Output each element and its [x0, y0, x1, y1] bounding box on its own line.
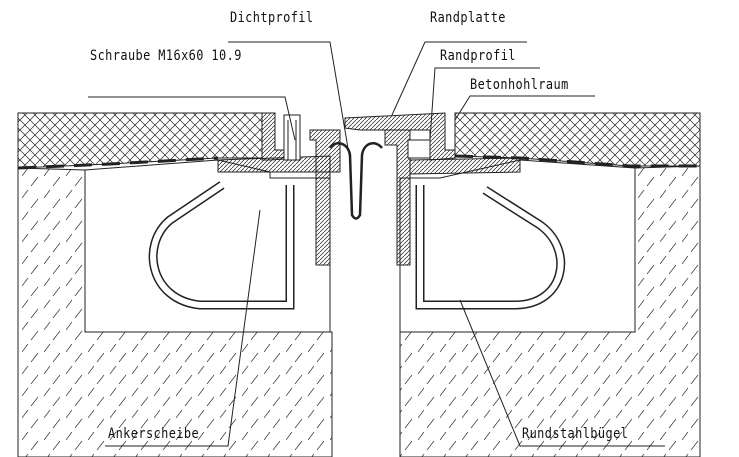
label-ankerscheibe: Ankerscheibe	[108, 426, 200, 442]
bolt	[283, 114, 301, 161]
label-randprofil: Randprofil	[440, 48, 516, 64]
leader-lines	[88, 41, 665, 447]
label-rundstahlbuegel: Rundstahlbügel	[522, 426, 629, 442]
label-dichtprofil: Dichtprofil	[230, 10, 314, 26]
edge-plate-right	[344, 112, 521, 266]
cavity-right	[399, 159, 636, 333]
edge-profile-left	[217, 112, 341, 266]
label-randplatte: Randplatte	[430, 10, 506, 26]
seal-profile	[328, 142, 383, 220]
waterproofing	[17, 154, 700, 170]
label-schraube: Schraube M16x60 10.9	[90, 48, 242, 64]
label-betonhohlraum: Betonhohlraum	[470, 77, 569, 93]
